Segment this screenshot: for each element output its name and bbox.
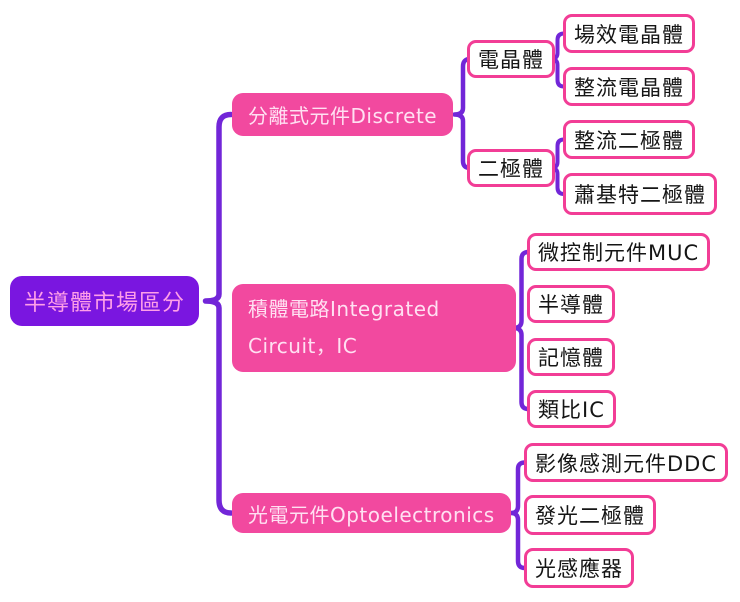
branch-opto-label: 光電元件Optoelectronics <box>248 502 495 527</box>
brace-discrete <box>452 56 473 171</box>
node-transistor[interactable]: 電晶體 <box>467 40 555 78</box>
leaf-photo-sensor-label: 光感應器 <box>535 557 623 581</box>
leaf-fet[interactable]: 場效電晶體 <box>563 14 695 53</box>
branch-discrete[interactable]: 分離式元件Discrete <box>232 93 454 136</box>
leaf-led-label: 發光二極體 <box>535 504 645 528</box>
branch-integrated-circuit[interactable]: 積體電路Integrated Circuit，IC <box>232 284 516 372</box>
branch-ic-label-line1: 積體電路Integrated <box>248 297 440 321</box>
node-diode[interactable]: 二極體 <box>467 149 555 187</box>
leaf-fet-label: 場效電晶體 <box>574 22 684 47</box>
leaf-rectifier-diode-label: 整流二極體 <box>574 128 684 153</box>
leaf-image-sensor[interactable]: 影像感測元件DDC <box>524 443 729 482</box>
leaf-photo-sensor[interactable]: 光感應器 <box>524 548 634 588</box>
leaf-image-sensor-label: 影像感測元件DDC <box>535 451 718 476</box>
leaf-semiconductor-label: 半導體 <box>538 293 604 317</box>
brace-root <box>202 111 234 516</box>
leaf-microcontroller[interactable]: 微控制元件MUC <box>527 233 711 271</box>
leaf-rectifier-transistor[interactable]: 整流電晶體 <box>563 67 695 106</box>
leaf-microcontroller-label: 微控制元件MUC <box>538 241 700 265</box>
leaf-memory[interactable]: 記憶體 <box>527 338 615 376</box>
node-transistor-label: 電晶體 <box>478 48 544 72</box>
leaf-memory-label: 記憶體 <box>538 346 604 370</box>
root-node[interactable]: 半導體市場區分 <box>10 276 200 326</box>
node-diode-label: 二極體 <box>478 157 544 181</box>
brace-opto <box>508 460 528 571</box>
leaf-analog-ic-label: 類比IC <box>538 398 605 422</box>
root-label: 半導體市場區分 <box>24 291 186 316</box>
leaf-schottky-diode-label: 蕭基特二極體 <box>574 183 706 207</box>
leaf-rectifier-diode[interactable]: 整流二極體 <box>563 120 695 159</box>
leaf-semiconductor[interactable]: 半導體 <box>527 285 615 323</box>
leaf-led[interactable]: 發光二極體 <box>524 495 656 535</box>
branch-discrete-label: 分離式元件Discrete <box>248 104 438 128</box>
leaf-rectifier-transistor-label: 整流電晶體 <box>574 75 684 100</box>
branch-optoelectronics[interactable]: 光電元件Optoelectronics <box>232 493 511 533</box>
branch-ic-label-line2: Circuit，IC <box>248 334 358 358</box>
leaf-analog-ic[interactable]: 類比IC <box>527 390 616 428</box>
leaf-schottky-diode[interactable]: 蕭基特二極體 <box>563 173 717 215</box>
